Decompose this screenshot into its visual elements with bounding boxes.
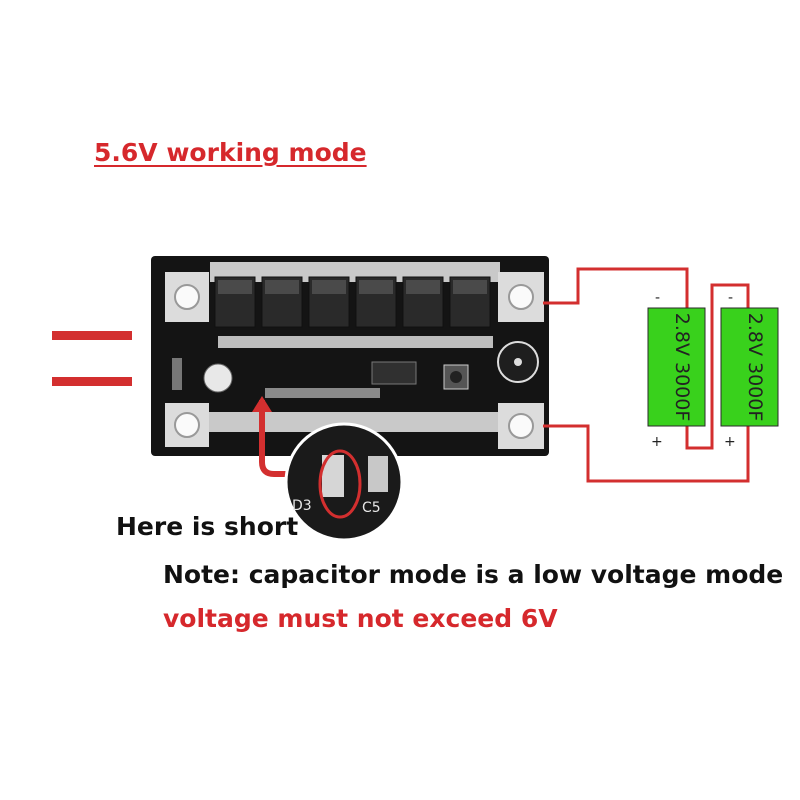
supercapacitor: 2.8V 3000F - + (647, 290, 706, 450)
note-text: Note: capacitor mode is a low voltage mo… (163, 560, 784, 589)
pointer-arrow (259, 400, 318, 477)
ic-chip (371, 361, 417, 385)
pcb-board: 直 控制板 (151, 256, 549, 456)
capacitor-plus: + (651, 434, 663, 450)
page-title: 5.6V working mode (94, 138, 367, 167)
board-terminal (165, 403, 209, 447)
slide-switch (172, 358, 182, 390)
warning-text: voltage must not exceed 6V (163, 604, 558, 633)
magnifier-label-c5: C5 (362, 500, 381, 516)
capacitor-label: 2.8V 3000F (744, 313, 766, 422)
input-wires (52, 331, 132, 386)
short-annotation: Here is short (116, 512, 299, 541)
mosfet-row (214, 276, 491, 328)
push-button (443, 364, 469, 390)
magnifier-label-d3: D3 (292, 498, 312, 514)
board-terminal (498, 272, 544, 322)
board-terminal (165, 272, 209, 322)
supercapacitor: 2.8V 3000F - + (720, 290, 779, 450)
board-terminal (498, 403, 544, 449)
capacitor-plus: + (724, 434, 736, 450)
capacitor-minus: - (728, 290, 733, 306)
electrolytic-capacitor (203, 363, 233, 393)
capacitor-label: 2.8V 3000F (671, 313, 693, 422)
capacitor-wires (543, 267, 750, 483)
capacitor-minus: - (655, 290, 660, 306)
magnifier-inset: D3 C5 (284, 422, 404, 542)
